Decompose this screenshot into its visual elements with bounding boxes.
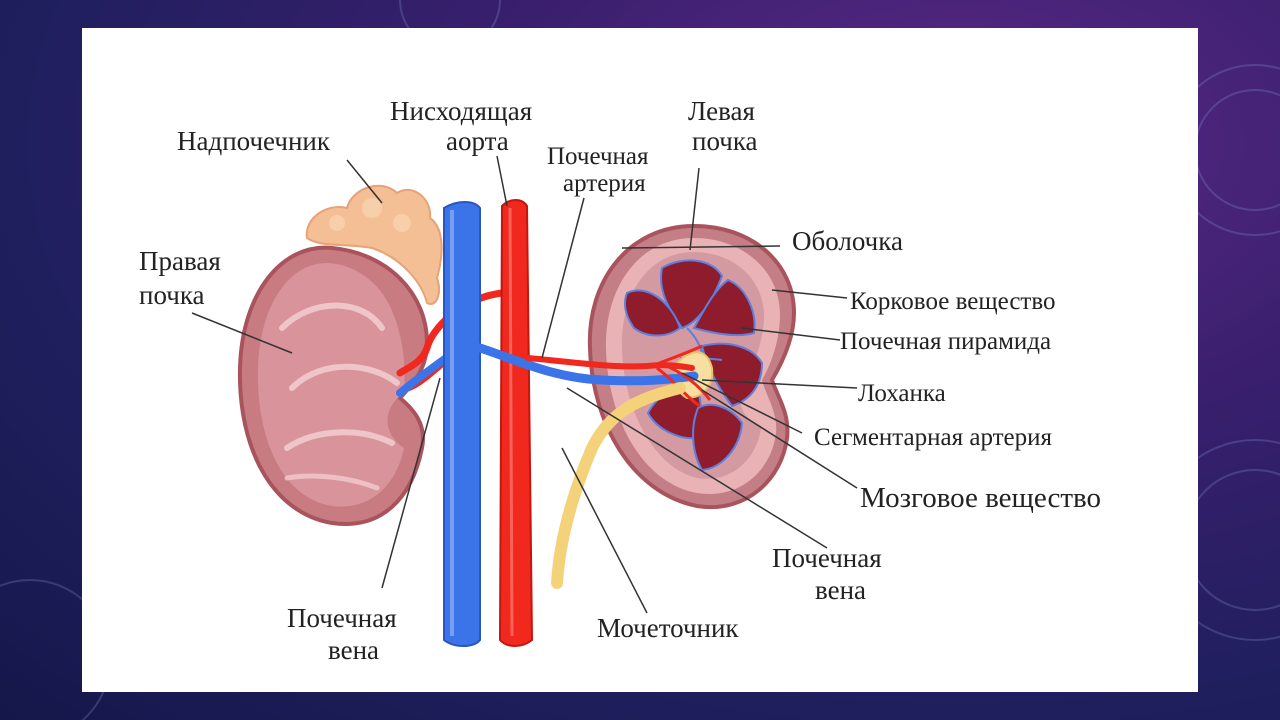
slide-canvas: Надпочечник Нисходящая аорта Левая почка…	[82, 28, 1198, 692]
label-cortex: Корковое вещество	[850, 288, 1056, 315]
ureter	[551, 382, 686, 589]
label-aorta-line2: аорта	[446, 126, 509, 156]
label-right-kidney-line1: Правая	[139, 246, 221, 276]
label-renal-artery-line2: артерия	[563, 170, 646, 197]
label-segmental-artery: Сегментарная артерия	[814, 424, 1053, 451]
label-ureter: Мочеточник	[597, 613, 739, 643]
right-kidney	[237, 245, 430, 526]
left-renal-artery	[525, 355, 695, 371]
label-medulla: Мозговое вещество	[860, 482, 1102, 514]
label-renal-vein-right-line2: вена	[328, 635, 380, 665]
label-pelvis: Лоханка	[858, 380, 946, 407]
label-renal-vein-right-line1: Почечная	[287, 603, 397, 633]
left-renal-vein	[475, 343, 699, 386]
kidney-diagram	[191, 155, 858, 647]
descending-aorta	[498, 199, 534, 647]
label-adrenal: Надпочечник	[177, 126, 330, 156]
adrenal-gland	[305, 184, 443, 305]
label-pyramid: Почечная пирамида	[840, 328, 1052, 355]
label-left-kidney-line2: почка	[692, 126, 758, 156]
label-left-kidney-line1: Левая	[688, 96, 755, 126]
leader-lines	[191, 155, 858, 614]
label-capsule: Оболочка	[792, 226, 903, 256]
vena-cava	[443, 201, 481, 647]
label-renal-vein-left-line2: вена	[815, 575, 867, 605]
label-aorta-line1: Нисходящая	[390, 96, 533, 126]
label-renal-vein-left-line1: Почечная	[772, 543, 882, 573]
label-right-kidney-line2: почка	[139, 280, 205, 310]
label-renal-artery-line1: Почечная	[547, 143, 649, 170]
